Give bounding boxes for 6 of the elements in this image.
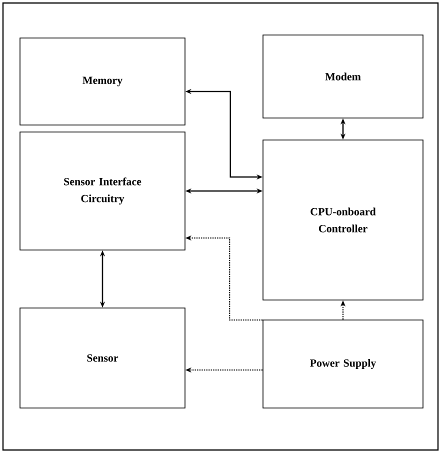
block-box: Power Supply (262, 320, 424, 408)
block-box: Sensor (20, 308, 186, 408)
block-box: CPU-onboard Controller (262, 140, 424, 300)
block-box: Modem (262, 34, 424, 118)
block-box: Memory (20, 38, 186, 126)
block-box: Sensor Interface Circuitry (20, 132, 186, 250)
